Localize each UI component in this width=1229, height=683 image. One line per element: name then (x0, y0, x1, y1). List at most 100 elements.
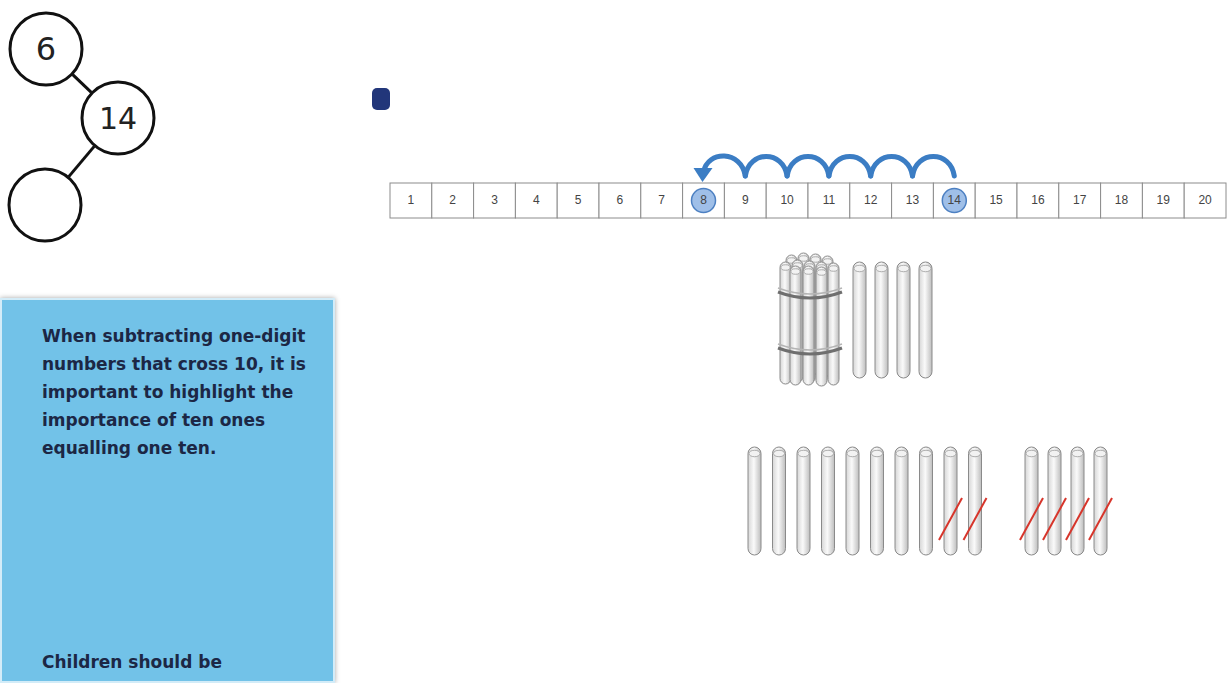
jump-arc (871, 157, 913, 177)
stick (780, 262, 791, 384)
number-cell (432, 183, 474, 218)
stick (846, 447, 859, 555)
number-cell (1017, 183, 1059, 218)
stick (871, 447, 884, 555)
number-cell (1101, 183, 1143, 218)
number-cell (892, 183, 934, 218)
number-label: 2 (432, 183, 474, 218)
ones-row-crossed (1020, 447, 1112, 555)
stick (1048, 447, 1061, 555)
stick (797, 447, 810, 555)
stick (920, 447, 933, 555)
stick (816, 267, 827, 386)
jump-arc (829, 157, 871, 177)
whole-circle: 14 (80, 80, 156, 156)
connector-line (73, 75, 92, 93)
number-label: 14 (933, 183, 975, 218)
number-label: 17 (1059, 183, 1101, 218)
number-label: 11 (808, 183, 850, 218)
number-cell (557, 183, 599, 218)
stick (875, 262, 888, 378)
number-cell (683, 183, 725, 218)
number-cell (390, 183, 432, 218)
stick (1094, 447, 1107, 555)
jump-arrows (694, 156, 955, 182)
number-label: 18 (1101, 183, 1143, 218)
jump-arc (704, 156, 746, 176)
number-label: 6 (599, 183, 641, 218)
bundle-band (778, 288, 842, 294)
number-cell (1184, 183, 1226, 218)
circle-ring (9, 169, 81, 241)
jump-arc (787, 157, 829, 177)
number-cell (933, 183, 975, 218)
circle-ring (10, 13, 82, 85)
number-label: 1 (390, 183, 432, 218)
number-cell (766, 183, 808, 218)
note-text: When subtracting one-digit numbers that … (42, 322, 323, 462)
number-label: 16 (1017, 183, 1059, 218)
stick (944, 447, 957, 555)
number-cell (1142, 183, 1184, 218)
number-cell (975, 183, 1017, 218)
stick (773, 447, 786, 555)
number-label: 19 (1142, 183, 1184, 218)
cross-out (1043, 498, 1066, 540)
circle-ring (82, 82, 154, 154)
number-label: 9 (724, 183, 766, 218)
part-circle: 6 (8, 11, 84, 87)
cross-out (1089, 498, 1112, 540)
arrow-head (694, 168, 713, 182)
number-label: 10 (766, 183, 808, 218)
number-label: 20 (1184, 183, 1226, 218)
cross-out (1066, 498, 1089, 540)
number-cell (850, 183, 892, 218)
loose-sticks (853, 262, 932, 378)
jump-arc (913, 157, 955, 177)
number-label: 5 (557, 183, 599, 218)
number-label: 3 (474, 183, 516, 218)
number-label: 15 (975, 183, 1017, 218)
stick (919, 262, 932, 378)
number-label: 4 (515, 183, 557, 218)
number-cell (808, 183, 850, 218)
number-cell (474, 183, 516, 218)
stick (895, 447, 908, 555)
ones-row (748, 447, 987, 555)
cross-out (939, 498, 962, 540)
number-cell (515, 183, 557, 218)
stick (969, 447, 982, 555)
cross-out (1020, 498, 1043, 540)
bundle-band (778, 344, 842, 350)
stick (748, 447, 761, 555)
bundle-band (778, 348, 842, 354)
connector-line (69, 146, 94, 176)
number-cell (641, 183, 683, 218)
stick (790, 266, 801, 385)
stick (828, 263, 839, 385)
circle-outline (7, 167, 83, 243)
part-circle (7, 167, 83, 243)
stick (822, 447, 835, 555)
stick (803, 266, 814, 385)
icon-fragment (372, 88, 390, 110)
number-label: 13 (892, 183, 934, 218)
stick (853, 262, 866, 378)
number-cell (1059, 183, 1101, 218)
number-label: 12 (850, 183, 892, 218)
note-text: Children should be (42, 648, 323, 676)
jump-arc (745, 157, 787, 177)
circle-number: 6 (36, 30, 56, 68)
stick (1071, 447, 1084, 555)
circle-number: 14 (99, 101, 137, 136)
stick (1025, 447, 1038, 555)
stick (897, 262, 910, 378)
number-label: 7 (641, 183, 683, 218)
number-cell (599, 183, 641, 218)
number-label: 8 (683, 183, 725, 218)
ten-bundle (778, 253, 842, 386)
bundle-band (778, 292, 842, 298)
teaching-note-panel: When subtracting one-digit numbers that … (0, 298, 335, 683)
